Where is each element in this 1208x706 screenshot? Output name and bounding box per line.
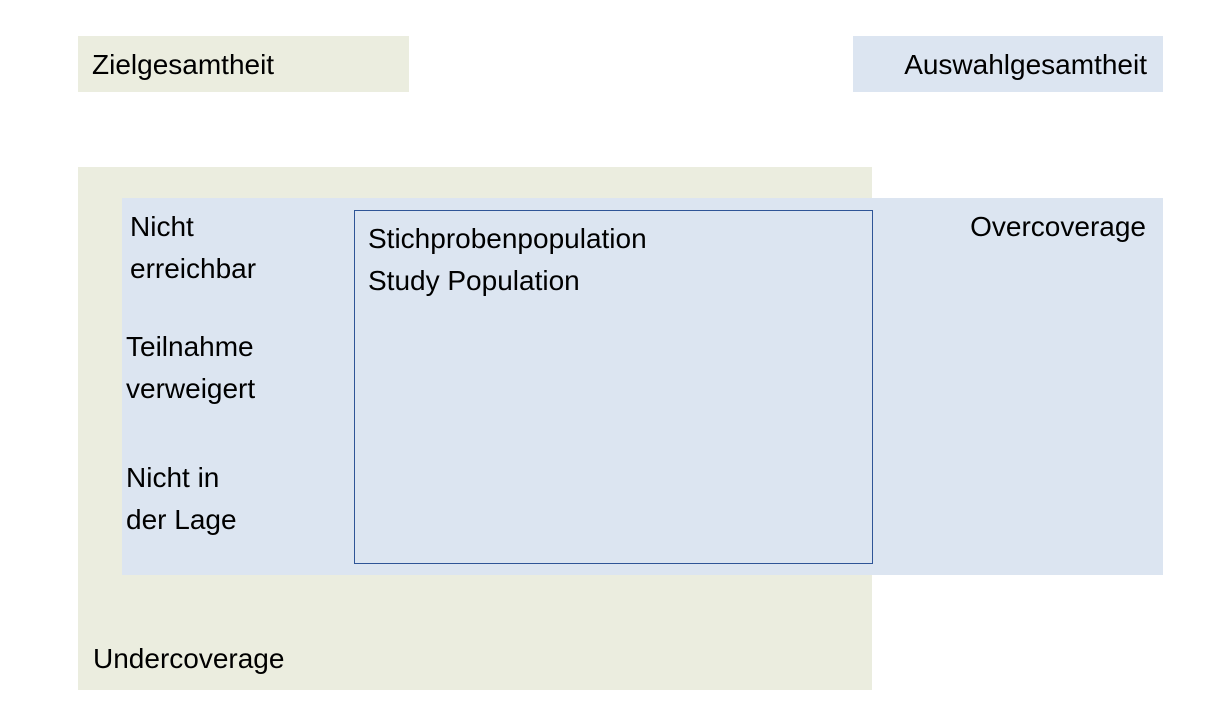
legend-target-population: Zielgesamtheit [78,36,409,92]
study-population-area [354,210,873,564]
legend-sampling-frame: Auswahlgesamtheit [853,36,1163,92]
nonresponse-unable-line2: der Lage [126,504,237,535]
undercoverage-label: Undercoverage [93,643,285,674]
nonresponse-unable-line1: Nicht in [126,462,220,493]
study-population-label-de: Stichprobenpopulation [368,223,647,254]
overcoverage-label: Overcoverage [970,211,1146,242]
legend-frame-label: Auswahlgesamtheit [904,49,1147,80]
nonresponse-unreachable-line1: Nicht [130,211,194,242]
nonresponse-unreachable-line2: erreichbar [130,253,257,284]
nonresponse-refused-line1: Teilnahme [126,331,254,362]
nonresponse-refused-line2: verweigert [126,373,256,404]
study-population-label-en: Study Population [368,265,580,296]
legend-target-label: Zielgesamtheit [92,49,275,80]
